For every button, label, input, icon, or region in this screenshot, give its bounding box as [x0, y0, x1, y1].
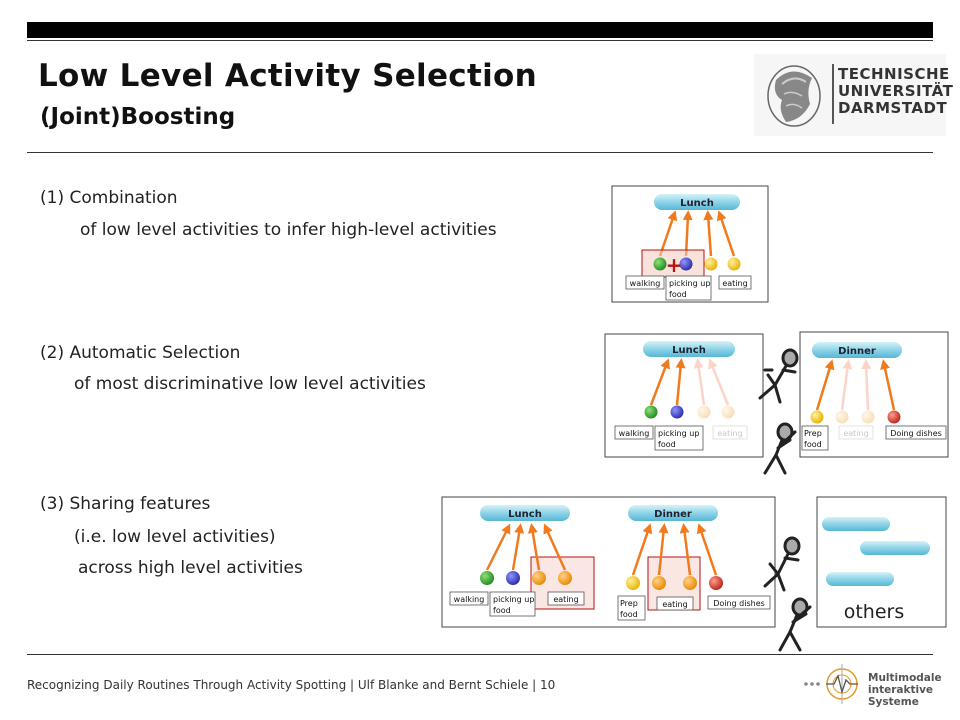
footer-rule [27, 654, 933, 655]
stick-figure-pulling-icon-2 [763, 536, 801, 592]
point-1-detail: of low level activities to infer high-le… [80, 220, 497, 240]
svg-text:Lunch: Lunch [672, 345, 706, 356]
svg-text:food: food [658, 440, 676, 449]
svg-text:food: food [669, 290, 687, 299]
svg-text:picking up: picking up [658, 429, 699, 438]
svg-text:food: food [804, 440, 822, 449]
stick-figure-pulling-icon [758, 348, 799, 404]
panel-selection-lunch: Lunch walking picking up food eating [604, 333, 764, 458]
point-3-detail-2: across high level activities [78, 558, 303, 578]
svg-text:Dinner: Dinner [838, 346, 876, 357]
lunch-label: Lunch [680, 198, 714, 209]
svg-text:eating: eating [722, 279, 747, 288]
svg-text:Prep: Prep [620, 599, 638, 608]
svg-text:walking: walking [454, 595, 485, 604]
top-bar [27, 22, 933, 38]
svg-text:Doing dishes: Doing dishes [890, 429, 942, 438]
panel-combination: Lunch + walking picking up food eating [611, 185, 769, 303]
svg-text:walking: walking [619, 429, 650, 438]
svg-text:eating: eating [717, 429, 742, 438]
university-logo: TECHNISCHE UNIVERSITÄT DARMSTADT [754, 54, 953, 136]
mmi-logo-icon [804, 664, 858, 704]
stick-figure-pushing-icon-2 [778, 597, 812, 652]
svg-text:food: food [493, 606, 511, 615]
svg-text:Prep: Prep [804, 429, 822, 438]
panel-sharing: Lunch walking picking up food eating Din… [441, 496, 776, 628]
footer-text: Recognizing Daily Routines Through Activ… [27, 678, 556, 692]
header-rule [27, 152, 933, 153]
svg-text:Lunch: Lunch [508, 509, 542, 520]
lunch-bar [654, 194, 740, 210]
point-2-heading: (2) Automatic Selection [40, 343, 241, 363]
mmi-logo-text: Multimodale interaktive Systeme [868, 672, 942, 708]
stick-figure-pushing-icon [763, 422, 797, 475]
athena-head-icon [767, 65, 821, 127]
logo-divider [832, 64, 834, 124]
logo-text: TECHNISCHE UNIVERSITÄT DARMSTADT [838, 65, 954, 117]
panel-selection-dinner: Dinner Prep food eating Doing dishes [799, 331, 949, 458]
others-label: others [844, 601, 905, 623]
svg-text:picking up: picking up [493, 595, 534, 604]
point-1-heading: (1) Combination [40, 188, 178, 208]
svg-text:Doing dishes: Doing dishes [713, 599, 765, 608]
top-rule [27, 40, 933, 41]
svg-text:eating: eating [553, 595, 578, 604]
point-2-detail: of most discriminative low level activit… [74, 374, 426, 394]
plus-icon: + [666, 253, 683, 277]
svg-text:eating: eating [843, 429, 868, 438]
point-3-heading: (3) Sharing features [40, 494, 211, 514]
svg-text:picking up: picking up [669, 279, 710, 288]
page-title: Low Level Activity Selection [38, 58, 537, 94]
panel-others: others [816, 496, 947, 628]
svg-text:Dinner: Dinner [654, 509, 692, 520]
point-3-detail-1: (i.e. low level activities) [74, 527, 276, 547]
svg-text:food: food [620, 610, 638, 619]
svg-text:walking: walking [630, 279, 661, 288]
svg-text:eating: eating [662, 600, 687, 609]
page-subtitle: (Joint)Boosting [40, 104, 236, 130]
combination-highlight [641, 249, 705, 278]
